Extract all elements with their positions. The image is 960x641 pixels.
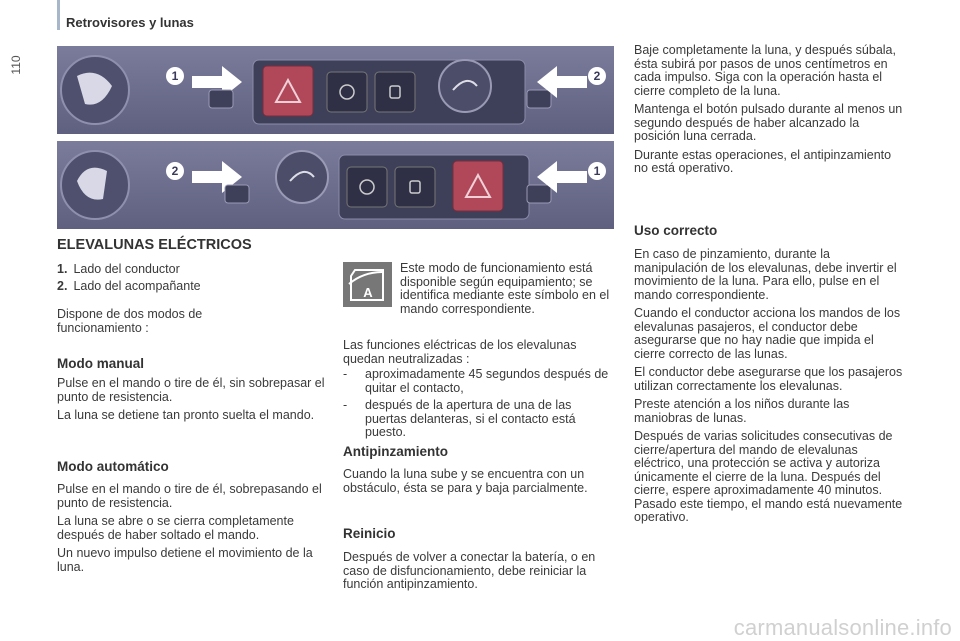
photo-driver-controls: 1 2: [57, 46, 614, 134]
antipinch-body: Cuando la luna sube y se encuentra con u…: [343, 467, 588, 495]
page-number: 110: [9, 55, 23, 75]
photo-1-illustration: 1 2: [60, 55, 606, 125]
photo-passenger-controls: 2 1: [57, 141, 614, 229]
section-title-elevalunas: ELEVALUNAS ELÉCTRICOS: [57, 237, 252, 253]
photo-2-illustration: 2 1: [60, 150, 606, 220]
list-item: - aproximadamente 45 segundos después de …: [343, 367, 613, 395]
paragraph: Baje completamente la luna, y después sú…: [634, 43, 896, 98]
paragraph: La luna se abre o se cierra completament…: [57, 514, 294, 542]
paragraph: El conductor debe asegurarse que los pas…: [634, 365, 903, 393]
list-item-text: después de la apertura de una de las pue…: [365, 398, 576, 439]
intro-text: Dispone de dos modos de funcionamiento :: [57, 307, 203, 335]
reinicio-body: Después de volver a conectar la batería,…: [343, 550, 596, 591]
symbol-letter: A: [363, 285, 373, 300]
symbol-description: Este modo de funcionamiento está disponi…: [400, 261, 610, 316]
dash-bullet: -: [343, 398, 348, 412]
paragraph: Cuando el conductor acciona los mandos d…: [634, 306, 901, 361]
neutral-list: - aproximadamente 45 segundos después de …: [343, 367, 613, 444]
subsection-title-auto: Modo automático: [57, 459, 169, 474]
list-item: 2. Lado del acompañante: [57, 279, 327, 294]
paragraph: En caso de pinzamiento, durante la manip…: [634, 247, 897, 302]
list-item-number: 1.: [57, 262, 68, 276]
subsection-title-reinicio: Reinicio: [343, 526, 396, 541]
list-item-label: Lado del conductor: [73, 262, 180, 276]
paragraph: Durante estas operaciones, el antipinzam…: [634, 147, 892, 175]
paragraph: Después de varias solicitudes consecutiv…: [634, 429, 903, 524]
paragraph: Preste atención a los niños durante las …: [634, 397, 850, 425]
auto-mode-symbol: A: [343, 262, 392, 307]
list-item-label: Lado del acompañante: [73, 279, 201, 293]
subsection-title-antipinch: Antipinzamiento: [343, 444, 448, 459]
right-intro-body: Baje completamente la luna, y después sú…: [634, 43, 906, 181]
footer-watermark: carmanualsonline.info: [733, 615, 952, 640]
subsection-title-manual: Modo manual: [57, 356, 144, 371]
uso-body: En caso de pinzamiento, durante la manip…: [634, 247, 906, 530]
list-item: 1. Lado del conductor: [57, 262, 327, 277]
photo-2-label-1: 1: [594, 164, 601, 178]
paragraph: Mantenga el botón pulsado durante al men…: [634, 102, 903, 143]
window-auto-icon: A: [348, 269, 384, 301]
subsection-title-uso: Uso correcto: [634, 223, 718, 238]
page-header-title: Retrovisores y lunas: [66, 15, 194, 30]
list-item: - después de la apertura de una de las pu…: [343, 398, 613, 440]
paragraph: Pulse en el mando o tire de él, sobrepas…: [57, 482, 322, 510]
photo-1-label-2: 2: [594, 69, 601, 83]
list-item-number: 2.: [57, 279, 68, 293]
paragraph: Pulse en el mando o tire de él, sin sobr…: [57, 376, 325, 404]
dash-bullet: -: [343, 367, 348, 381]
sidebar-accent-line: [57, 0, 60, 30]
paragraph: La luna se detiene tan pronto suelta el …: [57, 408, 315, 422]
list-item-text: aproximadamente 45 segundos después de q…: [365, 367, 609, 395]
photo-1-label-1: 1: [172, 69, 179, 83]
photo-2-label-2: 2: [172, 164, 179, 178]
numbered-list: 1. Lado del conductor 2. Lado del acompaña…: [57, 262, 327, 294]
paragraph: Un nuevo impulso detiene el movimiento d…: [57, 546, 313, 574]
neutral-intro: Las funciones eléctricas de los elevalun…: [343, 338, 577, 366]
manual-body: Pulse en el mando o tire de él, sin sobr…: [57, 376, 327, 428]
auto-body: Pulse en el mando o tire de él, sobrepas…: [57, 482, 327, 579]
